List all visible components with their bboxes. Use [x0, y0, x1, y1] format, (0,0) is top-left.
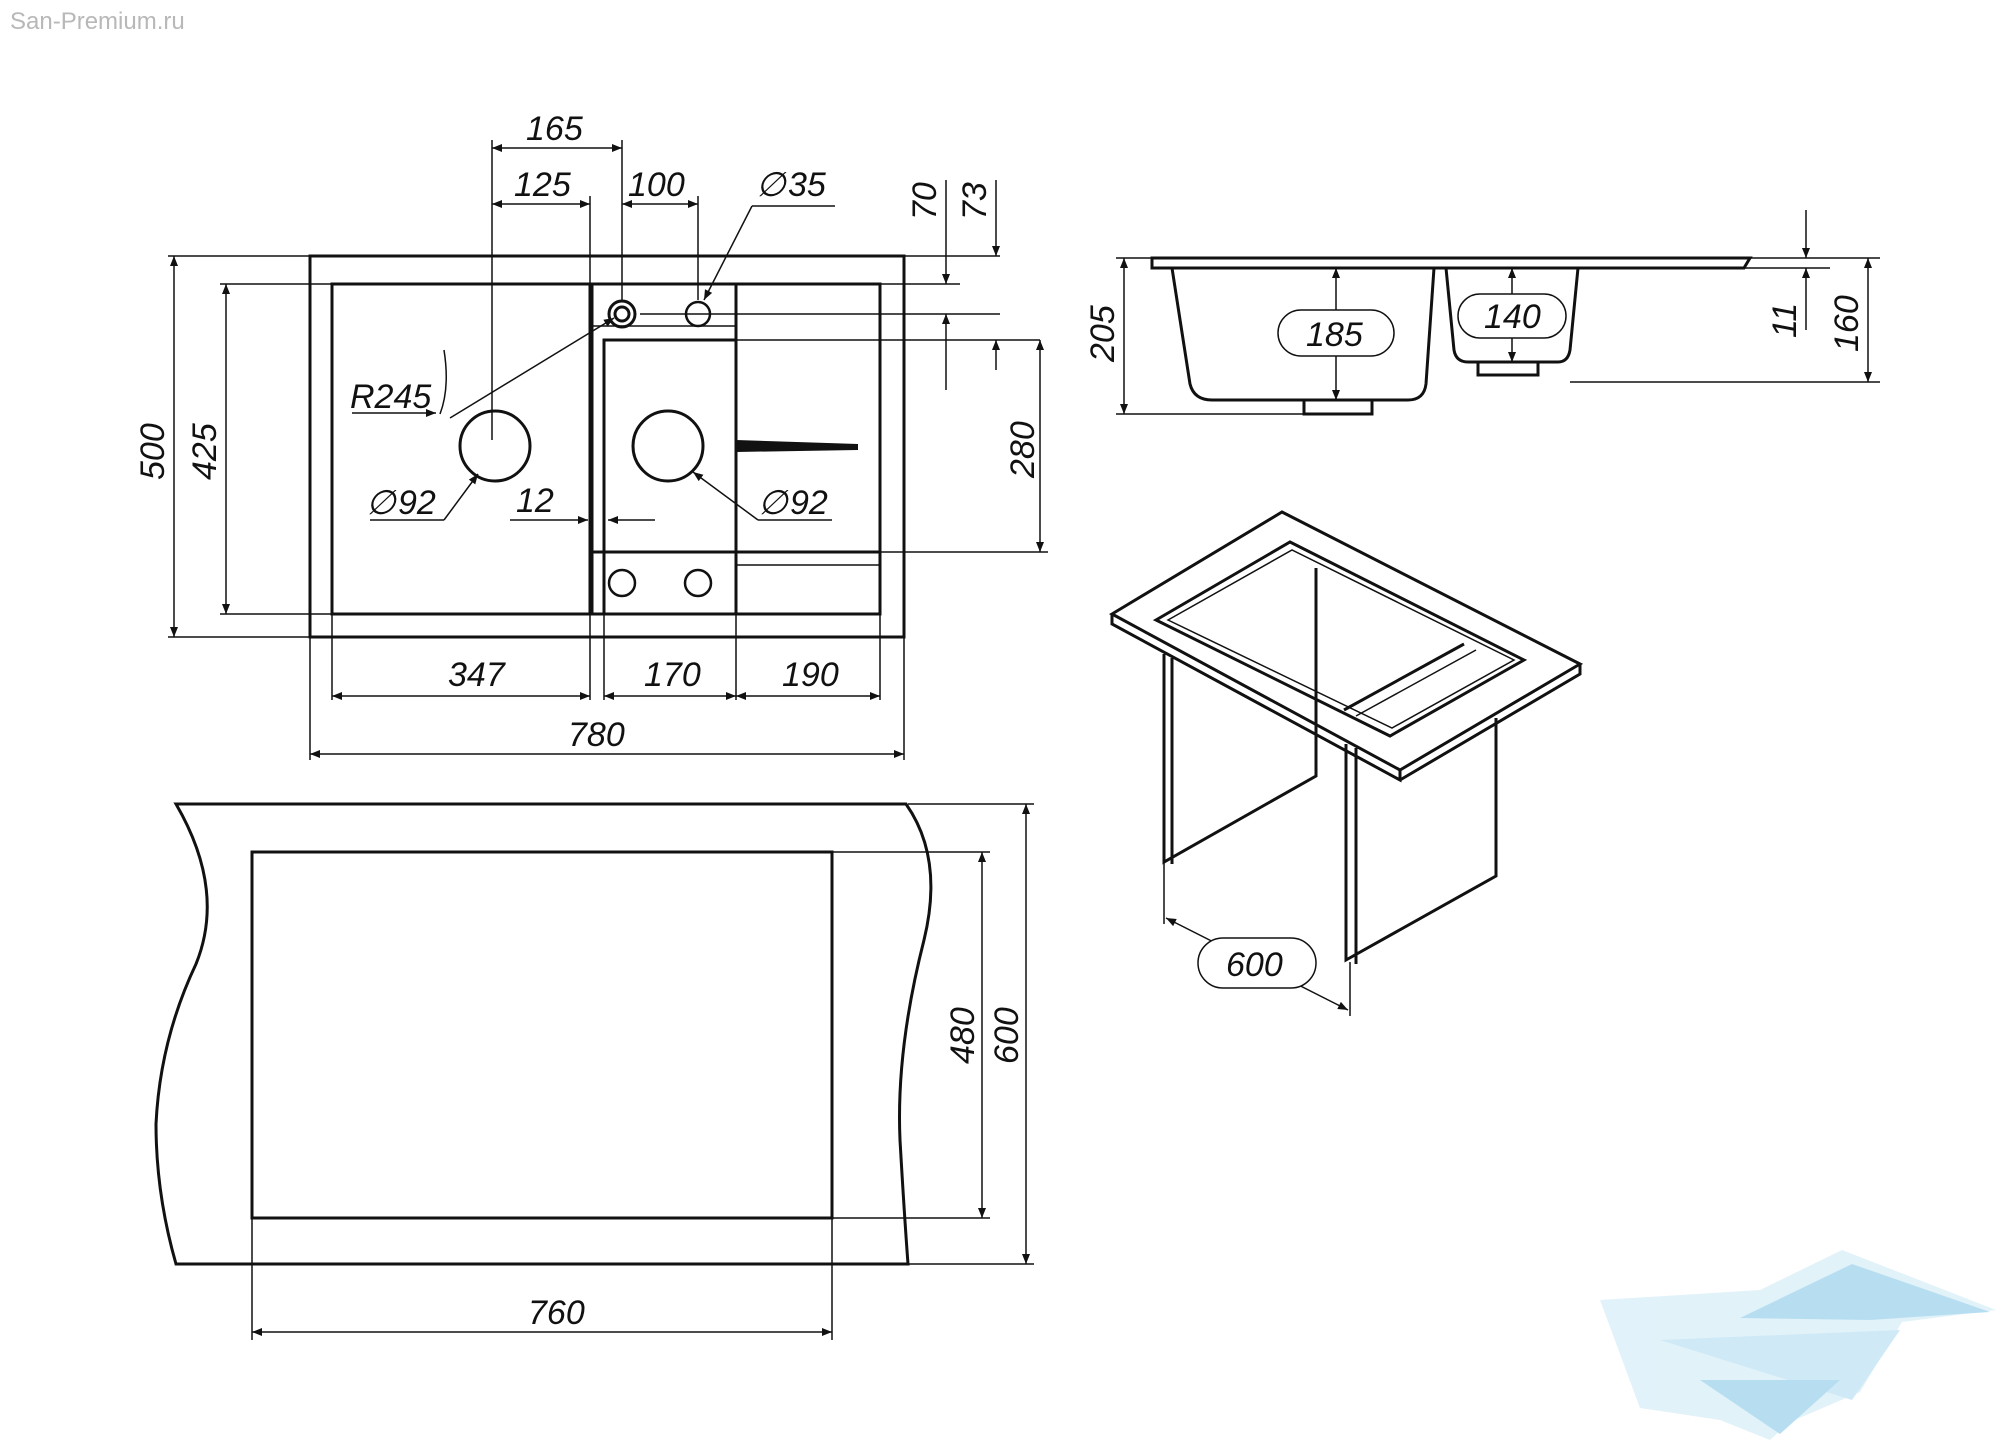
radius-label: R245 [350, 378, 431, 416]
side-drain-big [1302, 398, 1374, 416]
cabinet-top-outer [1108, 510, 1584, 772]
side-view: 185 140 205 11 160 [1084, 210, 1880, 416]
cabinet-top-inner [1152, 540, 1528, 738]
cutout-opening [250, 850, 834, 1220]
drain-left-prefix: ∅ [366, 484, 397, 522]
sink-outline [308, 254, 906, 639]
dim-205: 205 [1084, 305, 1122, 363]
cabinet-view: 600 [1108, 510, 1584, 1016]
dim-425: 425 [186, 423, 224, 480]
tap-hole-prefix: ∅ [756, 166, 787, 204]
cabinet-right-panel [1344, 718, 1498, 963]
dim-165: 165 [526, 110, 583, 148]
dim-780: 780 [568, 716, 625, 754]
dim-125: 125 [514, 166, 571, 204]
depth-185-pill [1277, 309, 1395, 357]
cabinet-size-pill [1197, 937, 1317, 989]
cutout-view: 480 600 760 [154, 802, 1034, 1340]
side-drain-small [1476, 360, 1540, 377]
dim-500: 500 [134, 423, 172, 480]
dim-11: 11 [1766, 303, 1804, 338]
dim-70: 70 [906, 182, 944, 220]
tap-hole-label: 35 [788, 166, 826, 204]
drain-hole-left [458, 409, 532, 483]
dim-160: 160 [1828, 295, 1866, 352]
countertop-outline [154, 802, 933, 1266]
dim-190: 190 [782, 656, 839, 694]
side-rim [1150, 256, 1753, 270]
dim-600-cutout: 600 [988, 1007, 1026, 1064]
dim-185: 185 [1306, 316, 1363, 354]
dim-100: 100 [628, 166, 685, 204]
top-view: R245 ∅ 92 ∅ 92 12 ∅ 35 165 125 100 [134, 110, 1048, 760]
drainboard-rib [736, 440, 858, 452]
dim-140: 140 [1484, 298, 1541, 336]
accessory-hole-2 [683, 568, 713, 598]
depth-140-pill [1457, 293, 1567, 339]
main-bowl [330, 282, 592, 616]
cabinet-left-panel [1162, 568, 1318, 865]
accessory-hole-1 [607, 568, 637, 598]
dim-760: 760 [528, 1294, 585, 1332]
tap-hole [607, 299, 637, 329]
dim-170: 170 [644, 656, 701, 694]
dim-347: 347 [448, 656, 506, 694]
dim-600-cabinet: 600 [1226, 946, 1283, 984]
dim-480: 480 [944, 1007, 982, 1064]
gap-label: 12 [516, 482, 554, 520]
dim-73: 73 [956, 182, 994, 220]
drain-right-label: 92 [790, 484, 828, 522]
drain-hole-right [631, 409, 705, 483]
dim-280: 280 [1004, 421, 1042, 479]
watermark-text: San-Premium.ru [10, 8, 185, 35]
drain-right-prefix: ∅ [758, 484, 789, 522]
san-premium-bird-logo [1600, 1250, 1996, 1440]
drain-left-label: 92 [398, 484, 436, 522]
